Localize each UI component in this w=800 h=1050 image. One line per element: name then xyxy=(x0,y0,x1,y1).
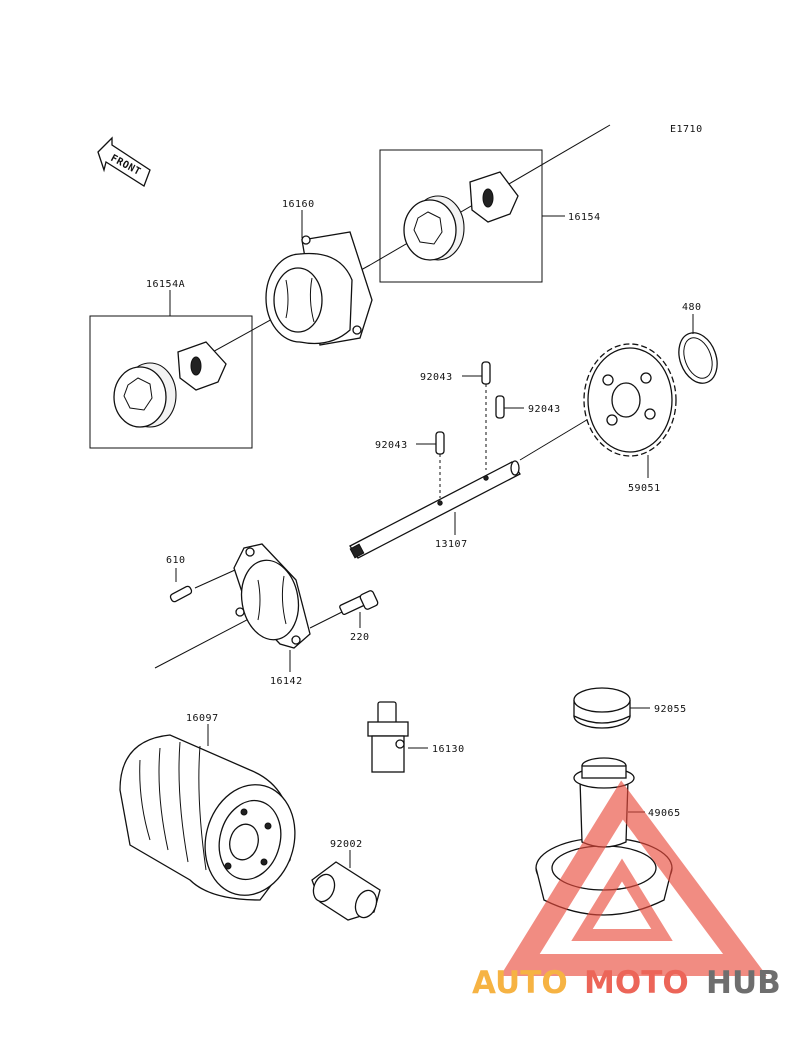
label-16142: 16142 xyxy=(270,676,303,687)
label-92043-c: 92043 xyxy=(375,440,408,451)
label-59051: 59051 xyxy=(628,483,661,494)
seal-cap-92055 xyxy=(573,687,631,729)
watermark-word-moto: MOTO xyxy=(584,965,689,1001)
label-16130: 16130 xyxy=(432,744,465,755)
pump-cover-16142 xyxy=(233,543,311,649)
label-92002: 92002 xyxy=(330,839,363,850)
label-220: 220 xyxy=(350,632,370,643)
oil-filter-16097 xyxy=(119,734,296,901)
watermark-word-auto: AUTO xyxy=(472,965,568,1001)
label-92043-b: 92043 xyxy=(528,404,561,415)
bolt-220 xyxy=(339,590,379,616)
pin-92043-c xyxy=(435,431,445,455)
fitting-92002 xyxy=(311,861,381,921)
shaft-13107 xyxy=(349,460,521,559)
gear-59051 xyxy=(583,343,677,457)
pin-92043-a xyxy=(481,361,491,385)
label-16154A: 16154A xyxy=(146,279,185,290)
label-16160: 16160 xyxy=(282,199,315,210)
outer-rotor-16154 xyxy=(403,195,465,261)
label-16097: 16097 xyxy=(186,713,219,724)
watermark-logo: AUTO MOTO HUB xyxy=(472,780,781,1001)
outer-rotor-16154A xyxy=(113,362,177,428)
label-92055: 92055 xyxy=(654,704,687,715)
diagram-code: E1710 xyxy=(670,124,703,135)
inner-rotor-16154A xyxy=(177,341,227,391)
label-610: 610 xyxy=(166,555,186,566)
front-arrow-icon: FRONT xyxy=(97,136,151,187)
label-49065: 49065 xyxy=(648,808,681,819)
label-13107: 13107 xyxy=(435,539,468,550)
inner-rotor-16154 xyxy=(469,171,519,223)
pump-body-16160 xyxy=(265,231,373,346)
switch-16130 xyxy=(367,701,409,773)
label-480: 480 xyxy=(682,302,702,313)
circlip-480 xyxy=(678,332,718,384)
label-16154: 16154 xyxy=(568,212,601,223)
axis-line-lower xyxy=(154,611,263,669)
box-16154A xyxy=(89,315,253,449)
label-92043-a: 92043 xyxy=(420,372,453,383)
pin-92043-b xyxy=(495,395,505,419)
watermark-word-hub: HUB xyxy=(706,965,781,1001)
dowel-pin-610 xyxy=(169,585,193,603)
